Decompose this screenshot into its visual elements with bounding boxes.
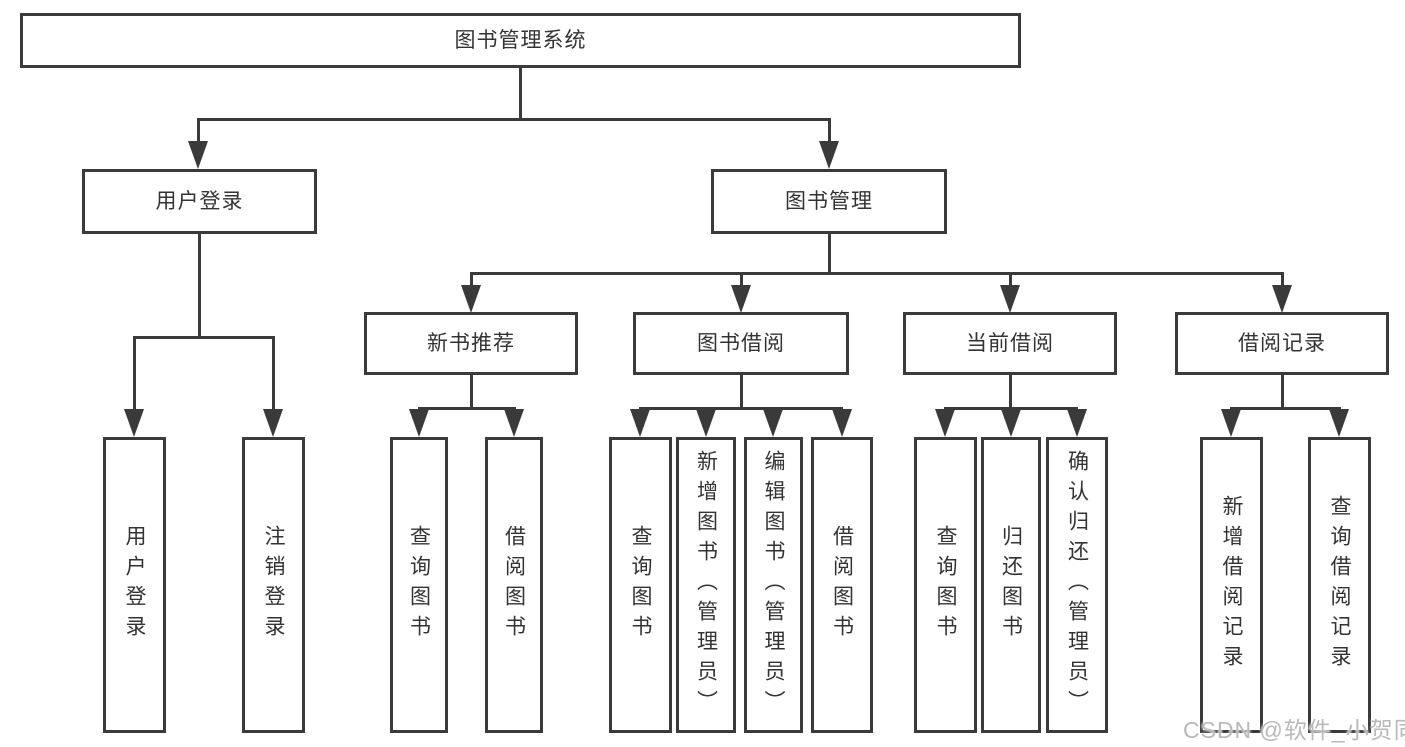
connector-arrowhead bbox=[1329, 409, 1349, 437]
node-label: 查询图书 bbox=[934, 525, 957, 645]
leaf-return-books: 归还图书 bbox=[981, 437, 1041, 733]
connector-line bbox=[1281, 272, 1284, 288]
connector-line bbox=[198, 232, 201, 338]
connector-arrowhead bbox=[263, 409, 283, 437]
connector-line bbox=[470, 373, 473, 409]
node-label: 查询借阅记录 bbox=[1328, 495, 1351, 675]
connector-arrowhead bbox=[1272, 285, 1292, 313]
connector-line bbox=[272, 336, 275, 412]
connector-line bbox=[1281, 373, 1284, 409]
connector-arrowhead bbox=[1001, 409, 1021, 437]
connector-arrowhead bbox=[935, 409, 955, 437]
connector-arrowhead bbox=[763, 409, 783, 437]
node-label: 当前借阅 bbox=[966, 331, 1054, 355]
node-label: 编辑图书（管理员） bbox=[762, 450, 785, 720]
connector-arrowhead bbox=[819, 141, 839, 169]
leaf-edit-books-admin: 编辑图书（管理员） bbox=[744, 437, 803, 733]
connector-line bbox=[470, 272, 473, 288]
leaf-confirm-return-admin: 确认归还（管理员） bbox=[1046, 437, 1108, 733]
connector-arrowhead bbox=[731, 285, 751, 313]
node-label: 确认归还（管理员） bbox=[1065, 450, 1089, 720]
node-label: 归还图书 bbox=[999, 525, 1023, 645]
node-label: 新增图书（管理员） bbox=[694, 450, 718, 720]
node-label: 新书推荐 bbox=[427, 331, 515, 355]
connector-line bbox=[1009, 272, 1012, 288]
node-label: 图书借阅 bbox=[697, 331, 785, 355]
leaf-logout: 注销登录 bbox=[242, 437, 305, 733]
connector-line bbox=[740, 272, 743, 288]
connector-line bbox=[519, 66, 522, 120]
connector-arrowhead bbox=[461, 285, 481, 313]
watermark: CSDN @软件_小贺同学 bbox=[1183, 717, 1405, 743]
leaf-add-borrow-record: 新增借阅记录 bbox=[1200, 437, 1263, 733]
connector-arrowhead bbox=[1067, 409, 1087, 437]
node-label: 用户登录 bbox=[123, 525, 146, 645]
connector-line bbox=[197, 118, 200, 144]
leaf-query-books-borrowing: 查询图书 bbox=[609, 437, 672, 733]
connector-arrowhead bbox=[696, 409, 716, 437]
node-label: 新增借阅记录 bbox=[1220, 495, 1243, 675]
connector-line bbox=[133, 336, 136, 412]
node-new-book-recommend: 新书推荐 bbox=[364, 312, 578, 375]
leaf-query-books-recommend: 查询图书 bbox=[390, 437, 448, 733]
connector-line bbox=[1230, 407, 1341, 410]
connector-arrowhead bbox=[409, 409, 429, 437]
node-label: 借阅图书 bbox=[502, 525, 526, 645]
node-book-management: 图书管理 bbox=[711, 169, 947, 234]
leaf-query-borrow-record: 查询借阅记录 bbox=[1308, 437, 1371, 733]
connector-line bbox=[828, 232, 831, 274]
leaf-borrow-books-recommend: 借阅图书 bbox=[485, 437, 543, 733]
node-library-system: 图书管理系统 bbox=[20, 13, 1021, 68]
node-borrowing-records: 借阅记录 bbox=[1175, 312, 1389, 375]
connector-line bbox=[639, 407, 843, 410]
leaf-query-books-current: 查询图书 bbox=[914, 437, 977, 733]
connector-arrowhead bbox=[188, 141, 208, 169]
node-user-login: 用户登录 bbox=[82, 169, 317, 234]
connector-arrowhead bbox=[630, 409, 650, 437]
node-label: 借阅图书 bbox=[830, 525, 854, 645]
node-book-borrowing: 图书借阅 bbox=[633, 312, 849, 375]
connector-arrowhead bbox=[1221, 409, 1241, 437]
node-label: 注销登录 bbox=[262, 525, 285, 645]
connector-arrowhead bbox=[504, 409, 524, 437]
connector-line bbox=[1009, 373, 1012, 409]
connector-line bbox=[944, 407, 1078, 410]
node-label: 图书管理系统 bbox=[454, 28, 587, 52]
node-label: 查询图书 bbox=[629, 525, 652, 645]
node-label: 借阅记录 bbox=[1238, 331, 1326, 355]
connector-arrowhead bbox=[832, 409, 852, 437]
node-label: 图书管理 bbox=[785, 189, 873, 213]
connector-line bbox=[197, 118, 831, 121]
leaf-user-login: 用户登录 bbox=[103, 437, 166, 733]
connector-line bbox=[133, 336, 275, 339]
node-label: 查询图书 bbox=[407, 525, 431, 645]
connector-arrowhead bbox=[1000, 285, 1020, 313]
connector-line bbox=[418, 407, 516, 410]
connector-line bbox=[828, 118, 831, 144]
node-current-borrowing: 当前借阅 bbox=[903, 312, 1117, 375]
node-label: 用户登录 bbox=[155, 189, 244, 213]
leaf-add-books-admin: 新增图书（管理员） bbox=[676, 437, 736, 733]
connector-line bbox=[740, 373, 743, 409]
connector-arrowhead bbox=[124, 409, 144, 437]
connector-line bbox=[470, 272, 1283, 275]
leaf-borrow-books: 借阅图书 bbox=[811, 437, 873, 733]
